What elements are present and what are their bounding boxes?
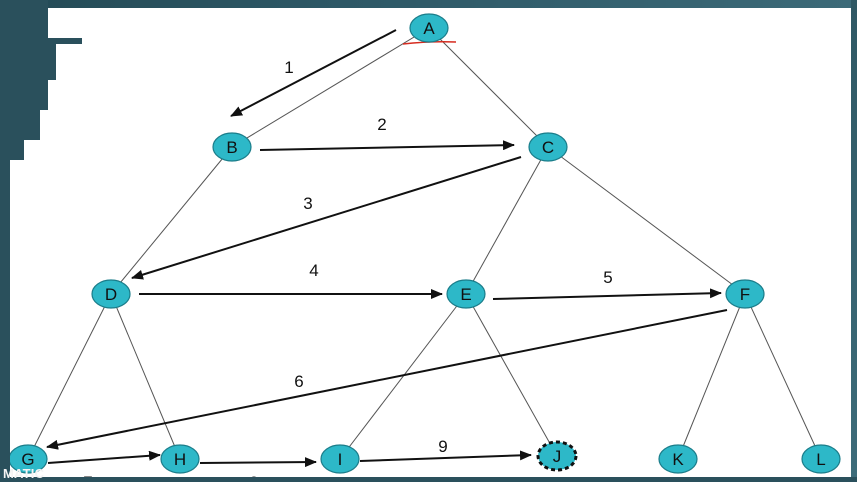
node-b-circle [212,132,252,162]
node-b-label: B [226,138,237,157]
step-label-2: 2 [377,115,386,134]
step-label-6: 6 [294,372,303,391]
tree-edge-f-l [744,293,822,460]
node-c-label: C [542,138,554,157]
node-l-circle [801,444,841,474]
step-label-9: 9 [438,437,447,456]
node-e: E [446,279,486,309]
node-g: G [8,444,48,474]
traversal-arrow-8 [199,457,317,468]
tree-edge-d-g [27,293,112,460]
node-d-circle [91,279,131,309]
slide-frame-bottom [0,477,857,482]
watermark-text: MATIC [3,466,45,481]
node-h-label: H [174,450,186,469]
traversal-arrow-3 [131,156,522,280]
node-d: D [91,279,131,309]
node-k-label: K [672,450,684,469]
traversal-arrow-1 [230,29,397,117]
slide-frame-left [0,0,10,482]
node-d-label: D [105,285,117,304]
tree-edges [27,27,822,460]
node-h-circle [160,444,200,474]
node-b: B [212,132,252,162]
slide-frame-ornament [0,0,82,160]
traversal-arrows [46,29,728,468]
slide-frame-right [851,0,857,482]
node-l: L [801,444,841,474]
step-label-1: 1 [284,58,293,77]
node-i-circle [320,444,360,474]
node-e-circle [446,279,486,309]
node-f: F [725,279,765,309]
node-f-label: F [740,285,750,304]
node-j-circle [536,440,578,472]
node-i: I [320,444,360,474]
traversal-arrow-6 [46,309,728,450]
tree-nodes: A B C D E F G H I J K L [8,13,841,474]
tree-edge-a-c [428,27,549,148]
node-l-label: L [816,450,825,469]
node-i-label: I [338,450,343,469]
node-a-label: A [423,19,435,38]
step-label-3: 3 [303,194,312,213]
node-j: J [536,440,578,472]
slide-frame-top [0,0,857,8]
step-label-5: 5 [603,268,612,287]
traversal-arrow-9 [359,450,532,462]
traversal-arrow-2 [259,140,515,151]
node-a-circle [409,13,449,43]
tree-edge-e-j [465,293,558,457]
node-c: C [528,132,568,162]
node-a: A [409,13,449,43]
node-j-label: J [553,447,562,466]
node-e-label: E [460,285,471,304]
tree-edge-f-k [677,293,746,460]
tree-edge-a-b [231,27,430,148]
node-g-label: G [21,450,34,469]
traversal-arrow-5 [492,288,722,300]
tree-edge-c-e [465,146,549,295]
node-c-circle [528,132,568,162]
tree-edge-c-f [547,146,746,295]
node-f-circle [725,279,765,309]
step-label-4: 4 [309,261,318,280]
node-k-circle [658,444,698,474]
tree-edge-e-i [339,293,467,460]
node-k: K [658,444,698,474]
traversal-arrow-7 [47,450,161,464]
node-h: H [160,444,200,474]
tree-edge-b-d [110,146,233,295]
tree-edge-d-h [110,293,181,460]
